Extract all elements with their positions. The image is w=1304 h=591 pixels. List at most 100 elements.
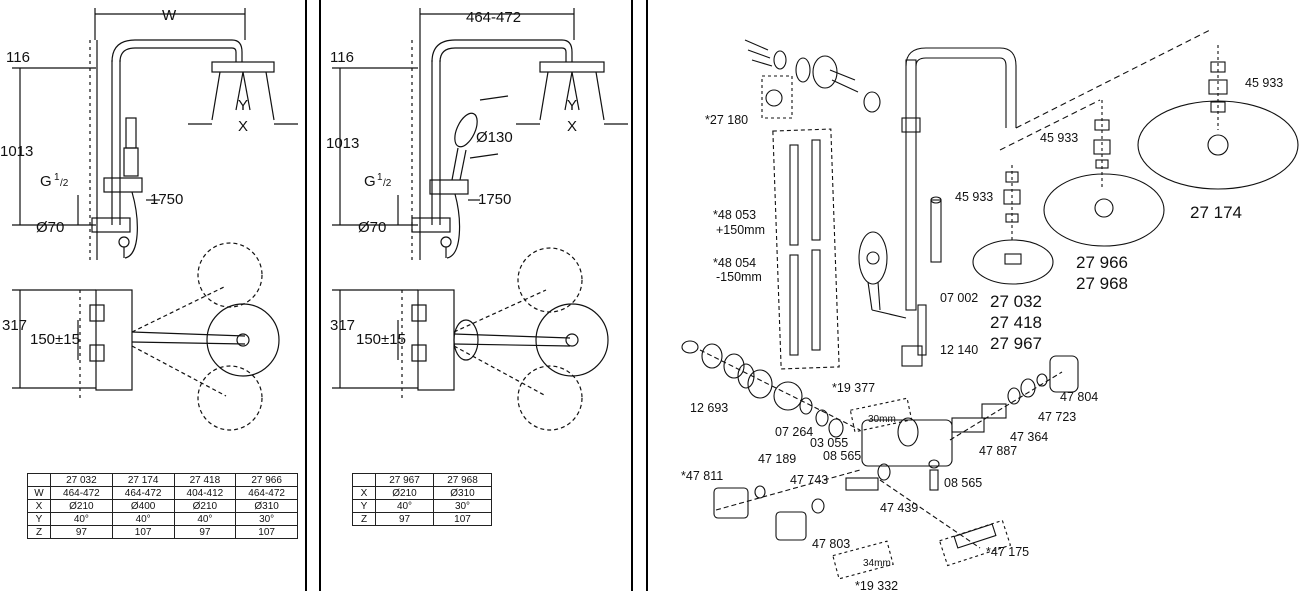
part-label: 47 803 [812,537,850,551]
part-label: 47 439 [880,501,918,515]
dim-1750-label: 1750 [478,191,511,208]
part-label: *48 053 [713,208,756,222]
table-cell: Y [27,512,51,526]
mid-top-view [332,247,609,431]
part-label: 34mm [863,558,891,569]
dim-1013-label: 1013 [0,143,33,160]
part-label: 12 140 [940,343,978,357]
table-cell: Z [27,525,51,539]
part-label: 08 565 [944,476,982,490]
part-label: *47 811 [681,469,723,483]
model-label: 27 967 [990,334,1042,353]
table-cell: Ø210 [375,486,434,500]
model-label: 27 418 [990,313,1042,332]
dim-70-label: Ø70 [36,219,64,236]
table-cell: 107 [235,525,298,539]
table-cell: 404-412 [173,486,237,500]
model-label: 27 174 [1190,203,1242,222]
dim-thread-sub: /2 [383,178,392,189]
table-cell: Y [352,499,376,513]
table-cell: 30° [235,512,298,526]
table-cell: 464-472 [235,486,298,500]
dim-x-label: X [238,118,248,135]
part-label: *47 175 [986,545,1029,559]
table-cell: 27 418 [173,473,237,487]
dim-1013-label: 1013 [326,135,359,152]
table-cell: 27 174 [111,473,175,487]
part-label: 47 364 [1010,430,1048,444]
model-numbers: 27 174 27 966 27 968 27 032 27 418 27 96… [990,203,1242,353]
left-top-view [12,242,280,431]
part-label: 03 055 [810,436,848,450]
part-label: 45 933 [1245,76,1283,90]
part-label: 12 693 [690,401,728,415]
part-label: 07 264 [775,425,813,439]
table-cell [352,473,376,487]
part-numbers: *27 180 *48 053 +150mm *48 054 -150mm 45… [681,76,1283,591]
table-cell: W [27,486,51,500]
dim-317-label: 317 [2,317,27,334]
left-front-view [12,8,298,260]
dim-w-label: W [162,7,177,24]
dim-130-label: Ø130 [476,129,513,146]
table-cell: 30° [433,499,492,513]
model-label: 27 966 [1076,253,1128,272]
part-label: *19 332 [855,579,898,591]
table-cell: X [352,486,376,500]
table-cell: Ø210 [50,499,113,513]
table-cell: 40° [50,512,113,526]
table-cell [27,473,51,487]
dim-x-label: X [567,118,577,135]
part-label: *27 180 [705,113,748,127]
table-cell: 27 032 [50,473,113,487]
part-label: 47 804 [1060,390,1098,404]
table-cell: 97 [173,525,237,539]
exploded-view [681,29,1299,580]
part-label: *48 054 [713,256,756,270]
part-label: *19 377 [832,381,875,395]
table-cell: 97 [375,512,434,526]
dim-70-label: Ø70 [358,219,386,236]
model-label: 27 968 [1076,274,1128,293]
table-cell: 464-472 [50,486,113,500]
table-cell: 27 966 [235,473,298,487]
table-cell: 464-472 [111,486,175,500]
dim-1750-label: 1750 [150,191,183,208]
part-label: 47 189 [758,452,796,466]
dim-116-label: 116 [6,49,30,66]
dim-thread-sub: /2 [60,178,69,189]
table-cell: 107 [111,525,175,539]
dim-y-label: Y [238,97,248,114]
dim-thread-sup: 1 [377,172,383,183]
model-label: 27 032 [990,292,1042,311]
table-cell: 107 [433,512,492,526]
table-cell: 40° [375,499,434,513]
dim-317-label: 317 [330,317,355,334]
part-label: 47 743 [790,473,828,487]
dim-thread-sup: 1 [54,172,60,183]
table-cell: 27 968 [433,473,492,487]
table-cell: X [27,499,51,513]
part-label: 45 933 [955,190,993,204]
table-cell: Z [352,512,376,526]
table-cell: Ø210 [173,499,237,513]
mid-front-view [332,8,628,260]
part-label: 08 565 [823,449,861,463]
dim-116-label: 116 [330,49,354,66]
dim-150-label: 150±15 [356,331,406,348]
dim-y-label: Y [567,97,577,114]
part-label: 47 723 [1038,410,1076,424]
part-label: 07 002 [940,291,978,305]
dim-thread-label: G [40,173,52,190]
dim-w-value-label: 464-472 [466,9,521,26]
